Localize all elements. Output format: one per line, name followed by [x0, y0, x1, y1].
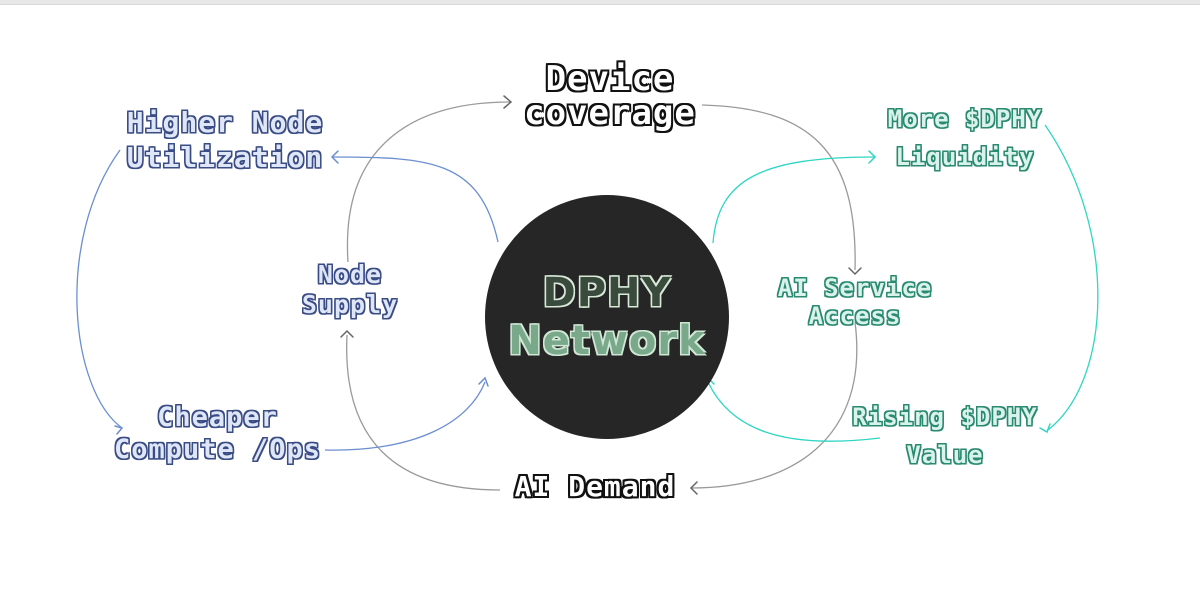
network-hub: DPHY Network [485, 195, 729, 439]
node-liquidity-line2: Liquidity [895, 143, 1035, 172]
node-ai-service-access: AI Service Access [770, 274, 940, 330]
node-utilization-line1: Higher Node [126, 106, 324, 139]
node-rising-line1: Rising $DPHY [852, 403, 1038, 431]
node-cheaper-compute: Cheaper Compute /Ops [105, 402, 330, 467]
node-ai-service-line2: Access [808, 301, 902, 330]
arrowhead-service [848, 267, 862, 276]
node-node-supply: Node Supply [290, 260, 410, 320]
arrow-hub-to-liquidity [712, 156, 876, 244]
arrow-liquidity-to-rising [1044, 124, 1099, 431]
node-cheaper-line2: Compute /Ops [113, 434, 322, 466]
node-node-supply-line2: Supply [301, 290, 399, 319]
arrowhead-liquidity [868, 150, 877, 164]
arrow-hub-to-utilization [331, 156, 499, 243]
arrow-utilization-to-cheaper [76, 149, 123, 429]
node-rising-dphy-value: Rising $DPHY Value [845, 398, 1045, 475]
arrow-rising-to-hub [707, 381, 881, 442]
node-rising-line2: Value [906, 441, 984, 470]
node-device-coverage-line2: coverage [524, 93, 696, 133]
arrow-coverage-to-service [701, 104, 856, 271]
arrowhead-demand [689, 481, 698, 495]
node-liquidity-line1: More $DPHY [887, 105, 1043, 133]
node-cheaper-line1: Cheaper [157, 402, 278, 433]
arrowhead-rising [1039, 423, 1051, 434]
arrow-cheaper-to-hub [324, 381, 486, 451]
arrowhead-cheaper [114, 425, 124, 435]
top-divider [0, 0, 1200, 5]
node-node-supply-line1: Node [317, 260, 383, 289]
node-device-coverage: Device coverage [510, 62, 710, 130]
hub-subtitle: Network [508, 318, 706, 364]
node-device-coverage-line1: Device [545, 59, 675, 99]
arrow-demand-to-supply [346, 334, 501, 491]
node-more-dphy-liquidity: More $DPHY Liquidity [875, 100, 1055, 177]
arrowhead-hub-left [478, 376, 489, 387]
arrowhead-supply [340, 329, 354, 338]
node-ai-service-line1: AI Service [777, 274, 933, 302]
hub-title: DPHY [542, 270, 672, 316]
arrowhead-coverage [503, 95, 513, 109]
node-ai-demand: AI Demand [500, 470, 690, 503]
node-higher-node-utilization: Higher Node Utilization [115, 105, 335, 175]
arrowhead-utilization [330, 150, 339, 164]
arrow-service-to-demand [691, 321, 858, 489]
node-utilization-line2: Utilization [126, 141, 324, 174]
node-ai-demand-line1: AI Demand [514, 470, 676, 503]
arrow-supply-to-coverage [346, 101, 511, 263]
